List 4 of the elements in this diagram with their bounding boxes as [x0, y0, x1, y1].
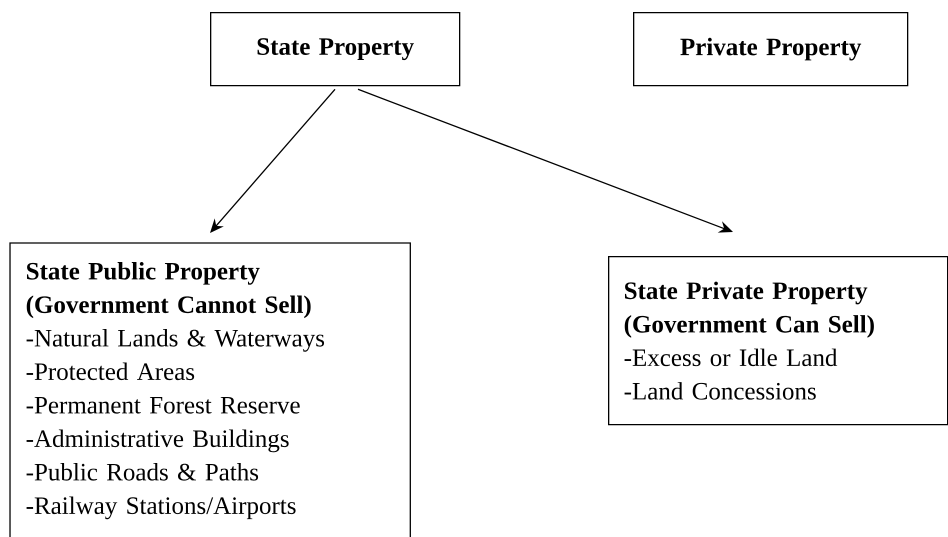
category-box: Private Property [633, 12, 908, 86]
category-box: State Private Property (Government Can Sell) -Excess or Idle Land -Land Concessions [608, 256, 948, 426]
category-box: State Property [210, 12, 460, 86]
category-box: State Public Property (Government Cannot Sell) -Natural Lands & Waterways -Protected Areas -Permanent Forest Reserve -Administrative Buildings -Public Roads & Paths -Railway Stations/Airports [9, 242, 411, 537]
